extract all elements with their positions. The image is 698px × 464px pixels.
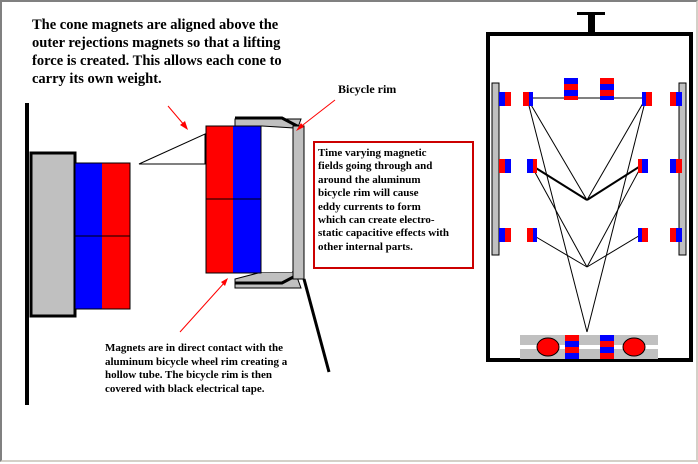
- arrow-rim-head: [296, 123, 304, 131]
- arrow-bottom-head: [221, 278, 228, 286]
- housing: [486, 32, 693, 362]
- bicycle-rim-label: Bicycle rim: [338, 82, 397, 96]
- left-gray-block: [29, 151, 77, 318]
- callout-text: Time varying magnetic fields going throu…: [318, 147, 450, 253]
- bottom-base: [520, 335, 658, 359]
- side-magnets-row-3: [499, 228, 682, 242]
- arrow-rim-line: [298, 99, 336, 129]
- rim-diagonal-line: [302, 278, 331, 373]
- cone-triangle: [138, 133, 206, 165]
- left-rail: [491, 82, 500, 256]
- callout-box: [313, 141, 474, 269]
- rim-side: [292, 125, 305, 280]
- rim-tape-top: [235, 116, 302, 130]
- arrow-top-line: [167, 105, 186, 127]
- left-wall-line: [25, 103, 29, 405]
- top-annotation: The cone magnets are aligned above the o…: [32, 17, 282, 87]
- arrow-bottom-line: [179, 281, 226, 333]
- top-magnets: [564, 78, 614, 100]
- side-magnets-row-2: [499, 159, 682, 173]
- rim-hollow: [261, 132, 292, 272]
- top-handle-bar: [577, 12, 605, 15]
- bottom-annotation: Magnets are in direct contact with the a…: [105, 342, 288, 395]
- side-magnets-row-1: [499, 92, 682, 106]
- arrow-top-head: [180, 121, 188, 130]
